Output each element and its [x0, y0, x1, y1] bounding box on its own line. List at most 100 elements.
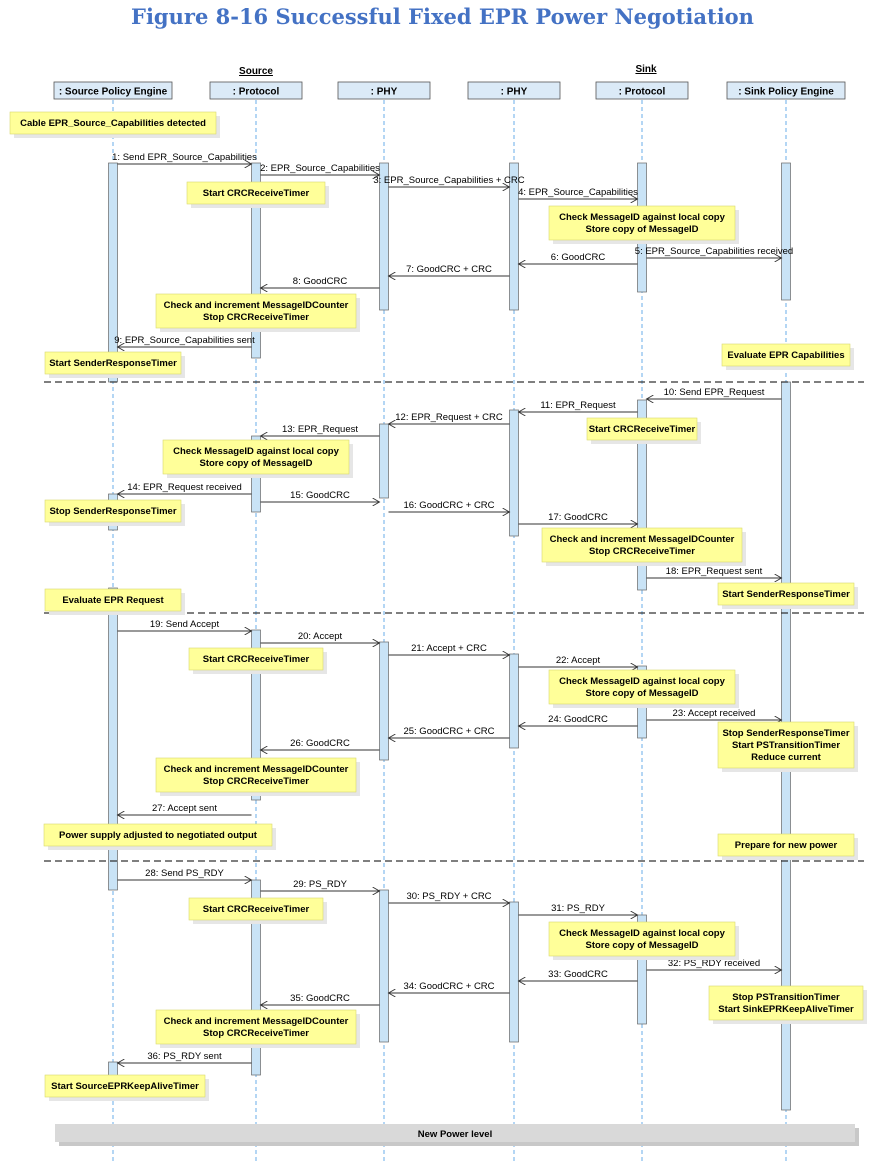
lifeline-box-1	[209, 81, 303, 100]
note-text-18: Store copy of MessageID	[586, 688, 699, 699]
note-box	[717, 582, 855, 606]
note-text-11: Stop SenderResponseTimer	[49, 506, 176, 517]
note-box	[162, 439, 350, 475]
note-text-15: Evaluate EPR Request	[62, 595, 164, 606]
activation-bar	[251, 162, 261, 359]
group-label-1: Sink	[635, 64, 657, 75]
note-text-31: Check and increment MessageIDCounter	[164, 1016, 349, 1027]
message-label-27: 27: Accept sent	[152, 803, 217, 814]
activation-bar	[108, 162, 118, 383]
message-label-8: 8: GoodCRC	[293, 276, 348, 287]
message-label-31: 31: PS_RDY	[551, 903, 606, 914]
message-label-3: 3: EPR_Source_Capabilities + CRC	[373, 175, 524, 186]
note-text-13: Stop CRCReceiveTimer	[589, 546, 695, 557]
note-box	[155, 1009, 357, 1045]
message-label-21: 21: Accept + CRC	[411, 643, 487, 654]
lifeline-box-2	[337, 81, 431, 100]
note-text-3: Store copy of MessageID	[586, 224, 699, 235]
note-text-1: Start CRCReceiveTimer	[203, 188, 310, 199]
message-label-4: 4: EPR_Source_Capabilities	[518, 187, 638, 198]
message-label-6: 6: GoodCRC	[551, 252, 606, 263]
note-text-33: Start SourceEPRKeepAliveTimer	[51, 1081, 199, 1092]
message-label-20: 20: Accept	[298, 631, 343, 642]
message-label-13: 13: EPR_Request	[282, 424, 358, 435]
note-box	[155, 757, 357, 793]
note-text-19: Stop SenderResponseTimer	[722, 728, 849, 739]
note-text-8: Start CRCReceiveTimer	[589, 424, 696, 435]
activation-bar	[379, 423, 389, 499]
message-label-14: 14: EPR_Request received	[127, 482, 242, 493]
note-text-27: Check MessageID against local copy	[559, 928, 726, 939]
message-label-24: 24: GoodCRC	[548, 714, 608, 725]
note-text-9: Check MessageID against local copy	[173, 446, 340, 457]
note-text-20: Start PSTransitionTimer	[732, 740, 840, 751]
message-label-1: 1: Send EPR_Source_Capabilities	[112, 152, 257, 163]
message-label-17: 17: GoodCRC	[548, 512, 608, 523]
note-text-10: Store copy of MessageID	[200, 458, 313, 469]
note-text-26: Start CRCReceiveTimer	[203, 904, 310, 915]
note-text-32: Stop CRCReceiveTimer	[203, 1028, 309, 1039]
activation-bar	[251, 629, 261, 801]
note-box	[721, 343, 851, 367]
message-label-7: 7: GoodCRC + CRC	[406, 264, 492, 275]
activation-bar	[379, 641, 389, 761]
lifeline-label-0: : Source Policy Engine	[59, 87, 168, 98]
activation-bar	[509, 162, 519, 311]
message-label-12: 12: EPR_Request + CRC	[395, 412, 503, 423]
message-label-25: 25: GoodCRC + CRC	[403, 726, 494, 737]
note-text-2: Check MessageID against local copy	[559, 212, 726, 223]
diagram-title: Figure 8-16 Successful Fixed EPR Power N…	[131, 4, 754, 29]
lifeline-box-0	[53, 81, 173, 100]
note-box	[541, 527, 743, 563]
message-label-10: 10: Send EPR_Request	[664, 387, 765, 398]
message-label-9: 9: EPR_Source_Capabilities sent	[114, 335, 255, 346]
activation-bar	[108, 587, 118, 891]
footer-label: New Power level	[418, 1129, 492, 1140]
activation-bar	[637, 399, 647, 591]
note-box	[188, 897, 324, 921]
message-label-29: 29: PS_RDY	[293, 879, 348, 890]
message-label-16: 16: GoodCRC + CRC	[403, 500, 494, 511]
note-text-0: Cable EPR_Source_Capabilities detected	[20, 118, 206, 129]
note-box	[708, 985, 864, 1021]
note-text-17: Check MessageID against local copy	[559, 676, 726, 687]
note-text-16: Start CRCReceiveTimer	[203, 654, 310, 665]
message-label-15: 15: GoodCRC	[290, 490, 350, 501]
activation-bar	[781, 162, 791, 301]
footer-bar	[55, 1124, 855, 1142]
note-text-5: Stop CRCReceiveTimer	[203, 312, 309, 323]
note-text-25: Prepare for new power	[735, 840, 838, 851]
activation-bar	[379, 162, 389, 311]
message-label-33: 33: GoodCRC	[548, 969, 608, 980]
lifeline-label-3: : PHY	[501, 87, 528, 98]
note-box	[586, 417, 698, 441]
note-text-23: Stop CRCReceiveTimer	[203, 776, 309, 787]
note-text-24: Power supply adjusted to negotiated outp…	[59, 830, 258, 841]
message-label-30: 30: PS_RDY + CRC	[406, 891, 491, 902]
activation-bar	[509, 901, 519, 1043]
note-box	[44, 588, 182, 612]
lifeline-box-4	[595, 81, 689, 100]
lifeline-box-5	[726, 81, 846, 100]
note-text-7: Evaluate EPR Capabilities	[727, 350, 844, 361]
note-box	[43, 823, 273, 847]
note-box	[548, 205, 736, 241]
note-box	[186, 181, 326, 205]
note-box	[44, 499, 182, 523]
message-label-23: 23: Accept received	[673, 708, 756, 719]
message-label-36: 36: PS_RDY sent	[147, 1051, 222, 1062]
activation-bar	[379, 889, 389, 1043]
message-label-26: 26: GoodCRC	[290, 738, 350, 749]
message-label-34: 34: GoodCRC + CRC	[403, 981, 494, 992]
lifeline-label-4: : Protocol	[619, 87, 666, 98]
message-label-32: 32: PS_RDY received	[668, 958, 760, 969]
note-text-14: Start SenderResponseTimer	[722, 589, 850, 600]
lifeline-label-5: : Sink Policy Engine	[738, 87, 834, 98]
note-text-22: Check and increment MessageIDCounter	[164, 764, 349, 775]
message-label-18: 18: EPR_Request sent	[666, 566, 763, 577]
note-text-12: Check and increment MessageIDCounter	[550, 534, 735, 545]
activation-bar	[637, 914, 647, 1025]
note-text-21: Reduce current	[751, 752, 822, 763]
message-label-19: 19: Send Accept	[150, 619, 220, 630]
lifeline-label-1: : Protocol	[233, 87, 280, 98]
